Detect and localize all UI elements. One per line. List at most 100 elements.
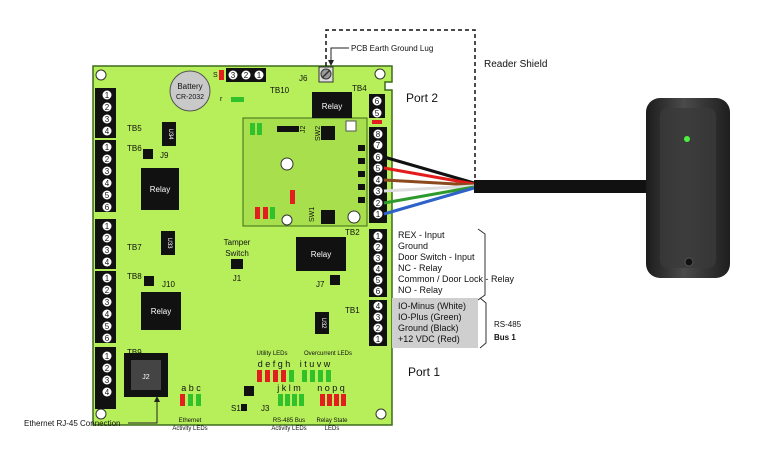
- svg-text:1: 1: [105, 143, 110, 152]
- tb1-terminal-2: Ground (Black): [398, 323, 459, 333]
- svg-text:3: 3: [105, 246, 110, 255]
- terminal-block-tb5: [95, 88, 116, 138]
- connector-j2: [277, 126, 299, 132]
- earth-ground-label: PCB Earth Ground Lug: [351, 44, 433, 53]
- svg-text:2: 2: [105, 286, 110, 295]
- svg-text:6: 6: [105, 203, 110, 212]
- svg-text:2: 2: [376, 199, 381, 208]
- tb2-terminal-5: Common / Door Lock - Relay: [398, 274, 515, 284]
- reader-shield-label: Reader Shield: [484, 59, 547, 70]
- switch-s1: [241, 404, 247, 411]
- tb2-terminal-2: Ground: [398, 241, 428, 251]
- port1-label: Port 1: [408, 365, 440, 379]
- svg-text:4: 4: [105, 179, 110, 188]
- tamper-switch: [231, 259, 243, 269]
- svg-text:1: 1: [376, 232, 381, 241]
- jumper-j7: [330, 275, 340, 285]
- svg-text:5: 5: [375, 109, 380, 118]
- svg-text:4: 4: [105, 127, 110, 136]
- tb7-label: TB7: [127, 243, 142, 252]
- led-red-daughter: [290, 190, 295, 204]
- svg-text:3: 3: [105, 376, 110, 385]
- sw1-label: SW1: [309, 207, 316, 222]
- reader-shield-wire: [325, 29, 476, 184]
- svg-text:5: 5: [376, 164, 381, 173]
- tb4-label: TB4: [352, 84, 367, 93]
- utility-leds: [257, 370, 331, 382]
- mounting-hole: [347, 210, 361, 224]
- j2-rj45-label: J2: [142, 374, 150, 381]
- relay-tb4: [312, 92, 352, 118]
- j1-label: J1: [233, 274, 242, 283]
- tb2-terminal-labels: REX - Input Ground Door Switch - Input N…: [398, 230, 515, 295]
- battery-type-label: CR-2032: [176, 94, 204, 101]
- svg-text:3: 3: [376, 313, 381, 322]
- u34-label: U34: [167, 128, 173, 140]
- earth-ground-leader: [330, 47, 349, 64]
- tb1-terminal-labels: IO-Minus (White) IO-Plus (Green) Ground …: [398, 301, 466, 344]
- tb10-pins: 3 2 1: [228, 70, 264, 80]
- mounting-hole: [374, 68, 386, 80]
- j9-label: J9: [160, 151, 169, 160]
- ethernet-leds: [180, 394, 201, 406]
- relay-leds-caption-2: LEDs: [325, 426, 340, 432]
- svg-text:6: 6: [376, 153, 381, 162]
- ethernet-leds-caption-2: Activity LEDs: [172, 426, 207, 432]
- daughter-pins: [358, 145, 365, 203]
- ic-u32: [315, 312, 329, 334]
- battery-cr2032: [169, 70, 211, 112]
- overcurrent-leds-label: Overcurrent LEDs: [304, 351, 352, 357]
- relay-tb8: [141, 292, 181, 330]
- tb9-label: TB9: [127, 348, 142, 357]
- s-label: S: [213, 72, 218, 79]
- jumper-j10: [144, 276, 154, 286]
- battery-label: Battery: [177, 82, 202, 91]
- svg-text:3: 3: [105, 167, 110, 176]
- svg-text:3: 3: [376, 187, 381, 196]
- j7-label: J7: [316, 280, 325, 289]
- reader-cable: [474, 180, 660, 193]
- sw2-label: SW2: [315, 126, 322, 141]
- r-label: r: [220, 96, 223, 103]
- svg-text:1: 1: [376, 210, 381, 219]
- utility-leds-label: Utility LEDs: [256, 351, 287, 357]
- svg-text:3: 3: [231, 71, 236, 80]
- rs485-leds-caption-2: Activity LEDs: [271, 426, 306, 432]
- svg-text:1: 1: [376, 335, 381, 344]
- bus1-label: Bus 1: [494, 333, 516, 342]
- svg-text:2: 2: [105, 155, 110, 164]
- relay-tb2: [296, 237, 346, 271]
- j2-label: J2: [300, 126, 307, 134]
- terminal-block-tb1: [369, 300, 387, 346]
- svg-text:2: 2: [376, 324, 381, 333]
- ethernet-leader-line: [128, 398, 158, 424]
- svg-text:4: 4: [376, 176, 381, 185]
- tb5-label: TB5: [127, 124, 142, 133]
- led-letters-right: i t u v w: [300, 359, 331, 369]
- u32-label: U32: [320, 317, 326, 329]
- svg-text:3: 3: [105, 115, 110, 124]
- tb2-label: TB2: [345, 228, 360, 237]
- relay-label: Relay: [150, 185, 170, 194]
- tb1-bracket: [479, 297, 487, 349]
- j6-label: J6: [299, 74, 308, 83]
- card-reader: [646, 98, 730, 278]
- svg-text:1: 1: [105, 91, 110, 100]
- svg-text:5: 5: [105, 191, 110, 200]
- j3-label: J3: [261, 404, 270, 413]
- tb1-terminal-4: IO-Minus (White): [398, 301, 466, 311]
- tb8-label: TB8: [127, 272, 142, 281]
- ethernet-rj45-label: Ethernet RJ-45 Connection: [24, 419, 121, 428]
- svg-text:1: 1: [257, 71, 262, 80]
- rs485-leds: [278, 394, 304, 406]
- led-s: [219, 70, 224, 80]
- jumper-j9: [143, 149, 153, 159]
- svg-text:3: 3: [376, 254, 381, 263]
- jumper-j3: [244, 386, 254, 396]
- tamper-label: Tamper: [224, 238, 251, 247]
- switch-sw2: [321, 126, 335, 140]
- s1-label: S1: [231, 404, 241, 413]
- rs485-leds-caption: RS-485 Bus: [273, 418, 305, 424]
- svg-text:5: 5: [105, 322, 110, 331]
